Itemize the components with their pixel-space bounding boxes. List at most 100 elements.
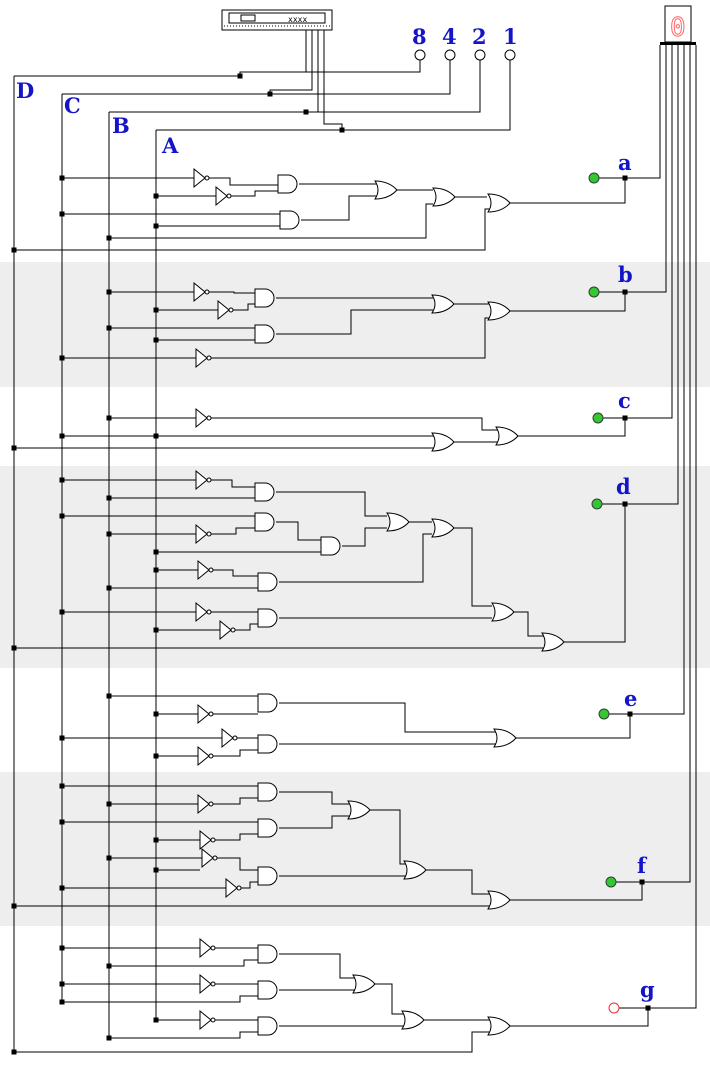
or-gate [431,518,455,538]
wire [209,177,278,186]
wire [510,178,626,204]
hex-input-device[interactable]: xxxx [221,9,333,31]
output-c: c [592,388,631,424]
not-bubble [228,307,234,313]
display-wire [599,45,661,179]
hex-right-text: xxxx [288,15,307,24]
display-digit: 0 [670,13,686,43]
junction-dot [106,289,112,295]
or-gate [374,180,398,200]
wire [301,195,377,221]
input-pin-label-2: 2 [472,24,487,49]
input-pin-label-8: 8 [412,24,427,49]
not-bubble [204,175,210,181]
not-gate [197,793,210,815]
wire [426,869,490,895]
output-led-f [605,876,617,888]
junction-dot [59,433,65,439]
junction-dot [59,477,65,483]
junction-dot [622,415,628,421]
junction-dot [59,945,65,951]
wire [241,881,258,889]
not-gate [221,727,234,749]
or-gate [487,890,511,910]
wire [233,303,255,311]
not-gate [197,745,210,767]
junction-dot [153,627,159,633]
or-gate [431,432,455,452]
not-gate [201,847,214,869]
output-a: a [588,150,632,184]
not-gate [199,973,212,995]
not-bubble [210,837,216,843]
not-gate [225,877,238,899]
wire [270,60,451,95]
output-led-a [588,172,600,184]
input-pin-2[interactable]: 2 [472,24,487,61]
junction-dot [11,247,17,253]
not-bubble [232,735,238,741]
wire [279,702,496,733]
or-gate [487,193,511,213]
wire [213,749,258,757]
output-label-e: e [624,686,637,711]
and-gate [257,693,278,713]
junction-dot [153,337,159,343]
wire [564,504,626,643]
wire [109,959,258,967]
not-gate [195,601,208,623]
junction-dot [153,567,159,573]
and-gate [257,866,278,886]
bus-label-b: B [112,113,130,138]
junction-dot [59,819,65,825]
not-bubble [208,753,214,759]
not-bubble [210,981,216,987]
wire [518,418,626,437]
and-gate [257,980,278,1000]
wire [235,623,258,631]
not-gate [193,167,206,189]
input-pin-4[interactable]: 4 [442,24,457,61]
junction-dot [59,175,65,181]
output-label-g: g [640,977,655,1002]
junction-dot [59,735,65,741]
wire [516,714,631,739]
wire [211,527,255,535]
output-led-c [592,412,604,424]
not-bubble [230,627,236,633]
junction-dot [106,693,112,699]
not-gate [197,703,210,725]
junction-dot [153,193,159,199]
wire [213,797,258,805]
and-gate [277,174,298,194]
output-led-e [598,708,610,720]
wire [109,203,433,239]
or-gate [487,1016,511,1036]
band-b [0,262,710,387]
wire [14,208,490,251]
output-led-b [588,286,600,298]
not-bubble [208,801,214,807]
junction-dot [153,549,159,555]
not-bubble [206,609,212,615]
feed-b [109,30,319,113]
and-gate [257,1016,278,1036]
junction-dot [622,289,628,295]
junctions-layer [11,73,651,1055]
bus-label-c: C [64,93,81,118]
junction-dot [59,981,65,987]
display-wire [609,45,685,715]
output-label-d: d [616,474,631,499]
input-pin-8[interactable]: 8 [412,24,427,61]
junction-dot [267,91,273,97]
input-pin-1[interactable]: 1 [503,24,518,61]
junction-dot [622,501,628,507]
wire [510,1008,649,1027]
not-bubble [206,477,212,483]
junction-dot [339,127,345,133]
junction-dot [106,495,112,501]
wire [276,309,433,335]
feed-a [156,30,343,131]
and-gate [257,734,278,754]
